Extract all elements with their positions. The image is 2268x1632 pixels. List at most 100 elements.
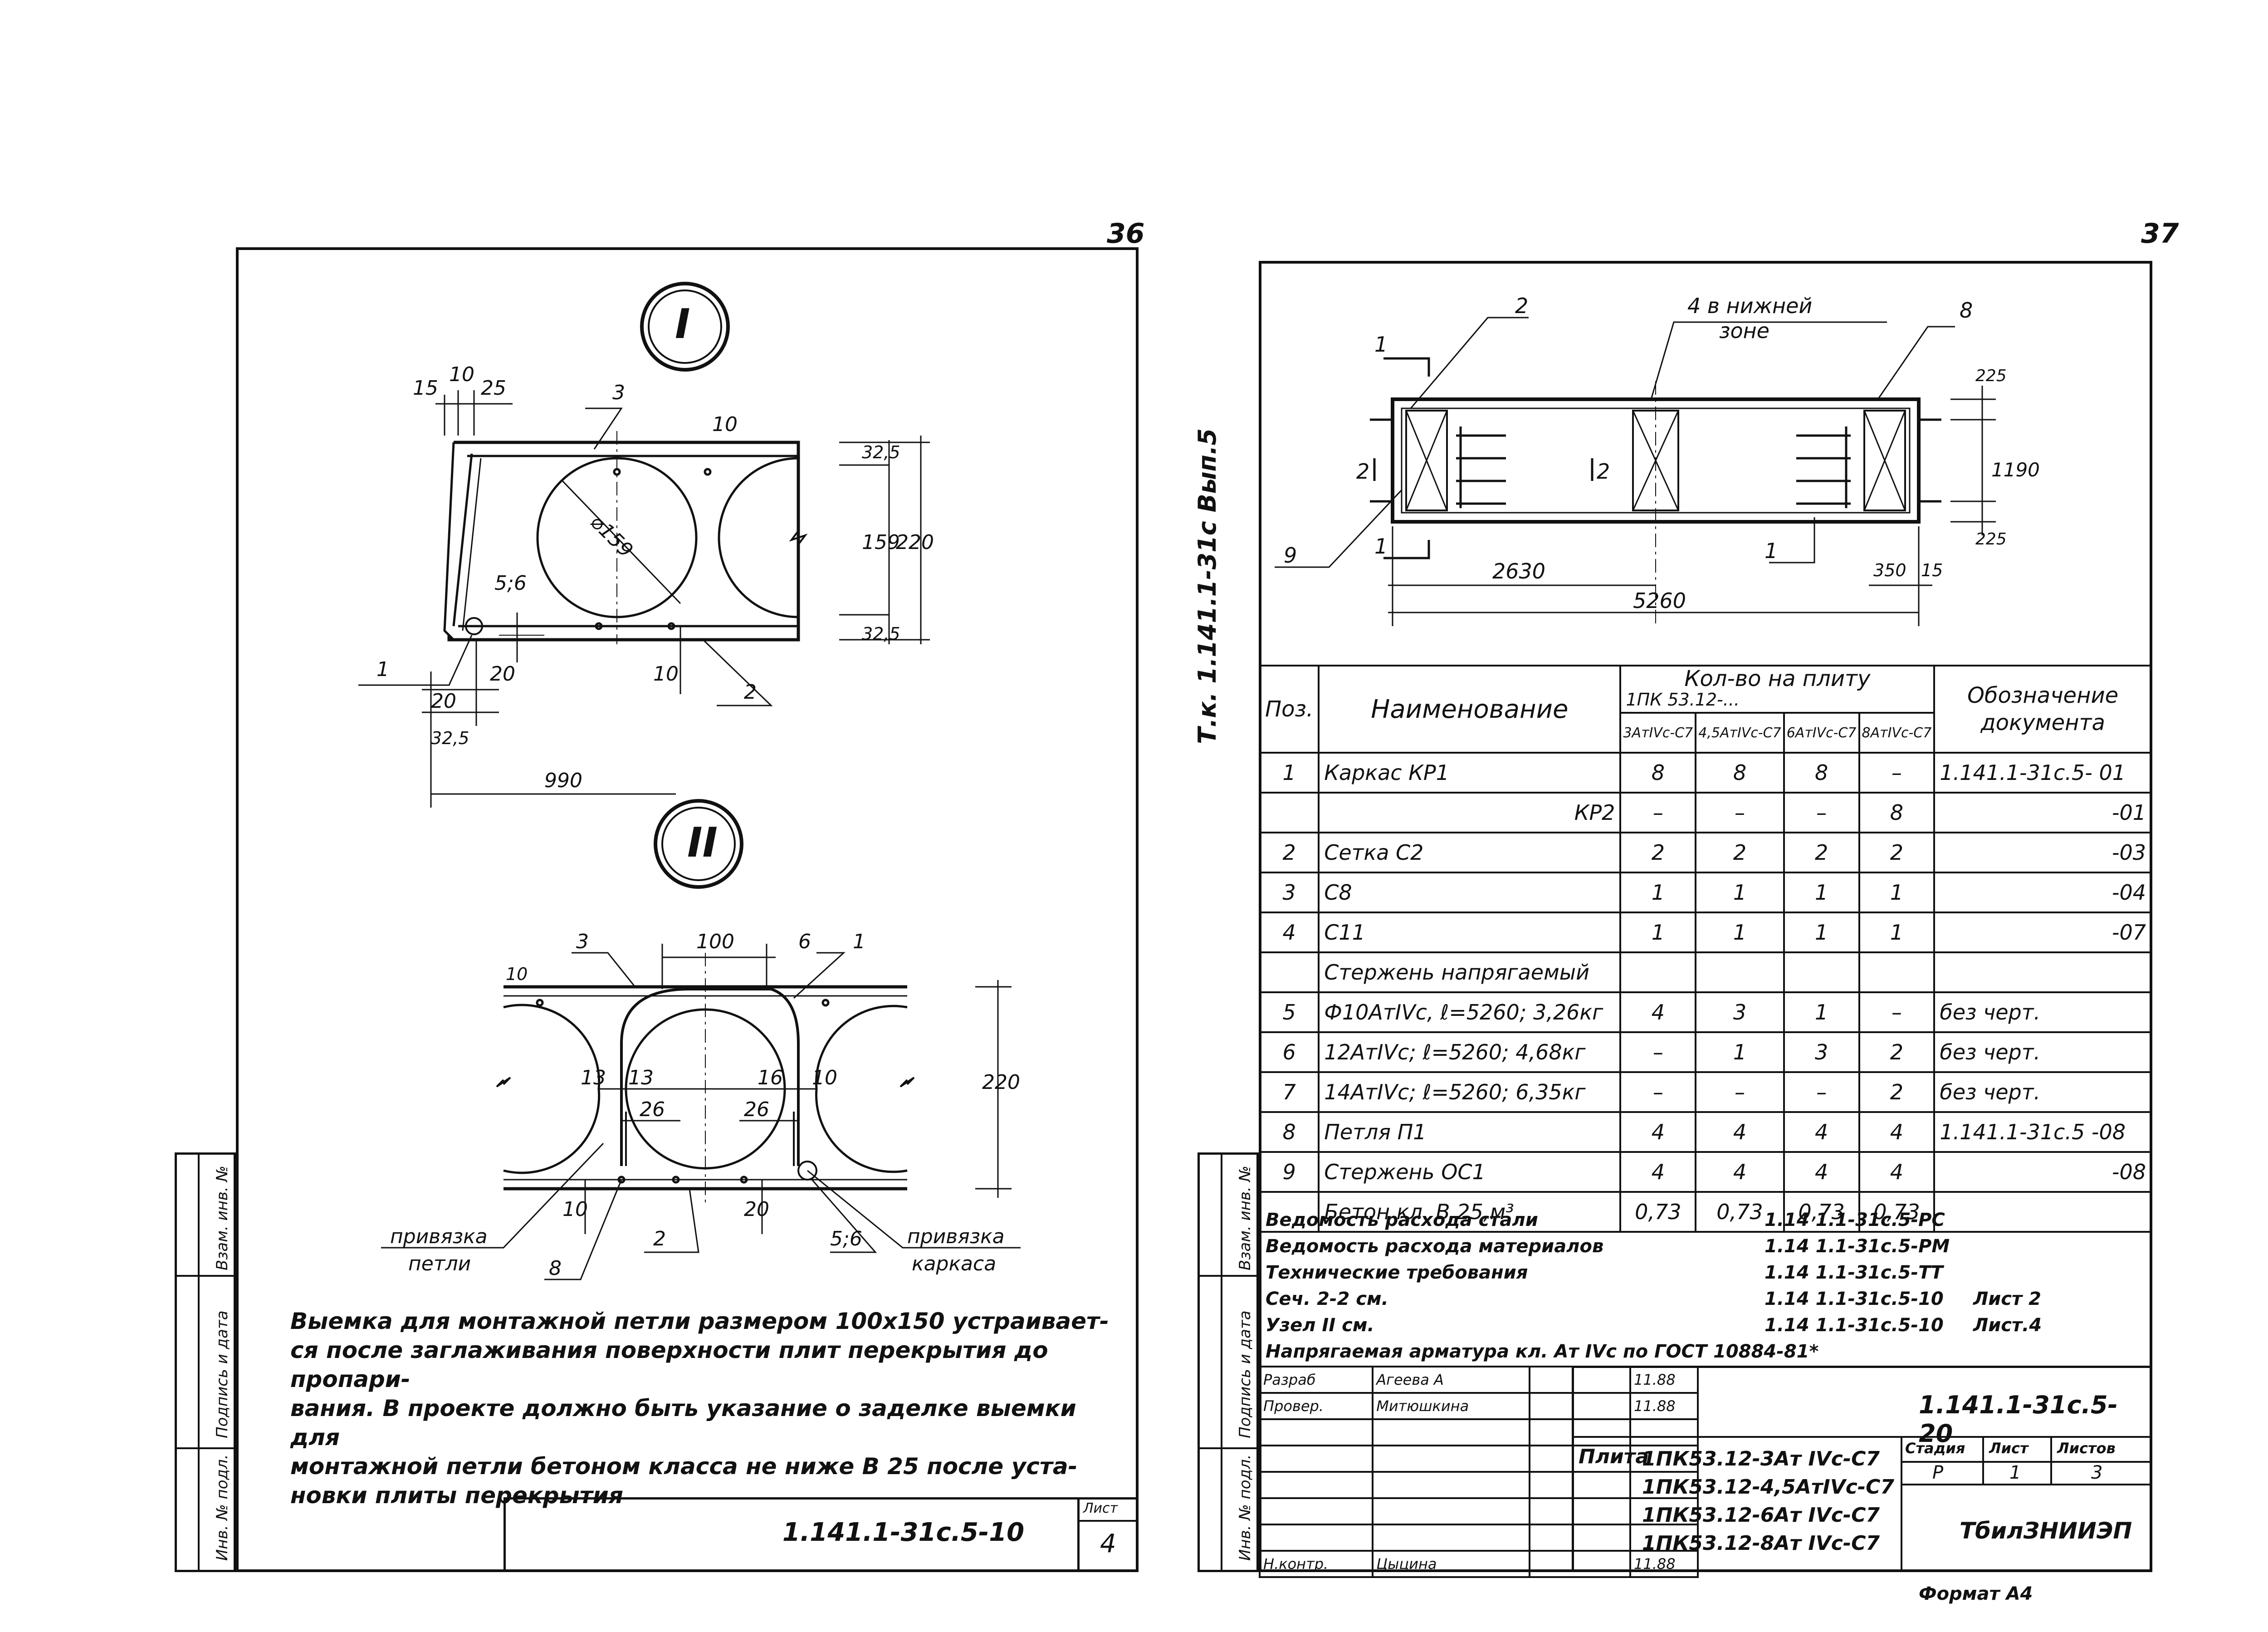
svg-text:15: 15 [1921, 560, 1943, 580]
tb-role: Н.контр. [1258, 1550, 1374, 1578]
reference-code: 1.14 1.1-31с.5-РМ [1765, 1236, 1950, 1257]
spec-doc: -07 [1933, 912, 2152, 953]
tb-role: Разраб [1258, 1366, 1374, 1394]
svg-text:1: 1 [853, 930, 865, 953]
tb-sheets-label: Листов [2057, 1440, 2116, 1457]
spec-qty: 1 [1783, 912, 1860, 953]
node-1-drawing [358, 282, 930, 808]
qty-col-header: 8АтIVс-С7 [1858, 712, 1936, 754]
spec-qty: 2 [1858, 1031, 1936, 1073]
reference-text: Ведомость расхода материалов [1266, 1236, 1604, 1257]
svg-text:20: 20 [490, 662, 515, 686]
spec-pos: 5 [1258, 991, 1320, 1033]
spec-doc: 1.141.1-31с.5- 01 [1933, 752, 2152, 794]
svg-text:26: 26 [640, 1098, 665, 1121]
spec-qty: 3 [1783, 1031, 1860, 1073]
svg-text:2: 2 [1356, 459, 1369, 484]
spec-doc: без черт. [1933, 991, 2152, 1033]
spec-qty: 0,73 [1783, 1191, 1860, 1233]
spec-name: Стержень напрягаемый [1318, 951, 1622, 993]
spec-name: Сетка С2 [1318, 832, 1622, 873]
note-line: ся после заглаживания поверхности плит п… [290, 1337, 1048, 1392]
spec-name: С11 [1318, 912, 1622, 953]
spec-qty: 1 [1858, 912, 1936, 953]
tb-title: 1ПК53.12-3Ат IVс-С7 1ПК53.12-4,5АтIVс-С7… [1642, 1447, 1895, 1555]
node-2-labels: II 3 100 6 1 10 13 13 16 10 26 26 220 10… [390, 819, 1020, 1280]
reference-code: 1.14 1.1-31с.5-РС [1765, 1210, 1945, 1230]
spec-pos: 9 [1258, 1151, 1320, 1193]
svg-text:25: 25 [481, 377, 506, 400]
spec-qty: – [1783, 1071, 1860, 1113]
svg-text:220: 220 [982, 1071, 1020, 1094]
qty-col-header: 4,5АтIVс-С7 [1695, 712, 1785, 754]
note-line: Выемка для монтажной петли размером 100х… [290, 1308, 1109, 1334]
svg-text:100: 100 [696, 930, 734, 953]
tb-stage-label: Стадия [1905, 1440, 1965, 1457]
page-number-left: 36 [1107, 218, 1145, 250]
spec-pos: 2 [1258, 832, 1320, 873]
spec-qty: 1 [1695, 912, 1785, 953]
svg-text:225: 225 [1975, 367, 2007, 385]
svg-text:32,5: 32,5 [862, 624, 900, 644]
svg-text:10: 10 [653, 662, 679, 686]
reference-row: Сеч. 2-2 см. 1.14 1.1-31с.5-10 Лист 2 [1266, 1286, 2146, 1312]
spec-name: Ф10АтIVс, ℓ=5260; 3,26кг [1318, 991, 1622, 1033]
reference-row: Ведомость расхода стали 1.14 1.1-31с.5-РС [1266, 1207, 2146, 1233]
side-label-inv: Инв. № подл. [1236, 1454, 1254, 1561]
spec-qty: 2 [1619, 832, 1697, 873]
reference-row: Напрягаемая арматура кл. Ат IVс по ГОСТ … [1266, 1338, 2146, 1365]
spec-doc: без черт. [1933, 1031, 2152, 1073]
side-label-replace: Взам. инв. № [1236, 1166, 1254, 1270]
reference-text: Ведомость расхода стали [1266, 1210, 1538, 1230]
format-label: Формат А4 [1919, 1583, 2033, 1604]
svg-text:32,5: 32,5 [431, 728, 469, 748]
spec-qty: – [1619, 1031, 1697, 1073]
svg-text:1: 1 [1765, 539, 1778, 563]
title-block-left: Разраб Агеева А 11.88 Провер. Митюшкина … [1258, 1366, 1699, 1578]
reference-text: Технические требования [1266, 1262, 1528, 1283]
spec-qty: 1 [1783, 872, 1860, 913]
svg-text:350: 350 [1873, 560, 1906, 580]
spec-qty: 1 [1695, 1031, 1785, 1073]
spec-qty: 1 [1619, 912, 1697, 953]
node-1-mark-circle [640, 282, 730, 372]
spec-name: 12АтIVс; ℓ=5260; 4,68кг [1318, 1031, 1622, 1073]
left-side-stamp [175, 1152, 236, 1572]
spec-qty: 4 [1858, 1111, 1936, 1153]
svg-text:10: 10 [712, 413, 738, 436]
svg-text:1190: 1190 [1991, 459, 2040, 481]
svg-text:26: 26 [744, 1098, 769, 1121]
right-side-stamp [1198, 1152, 1259, 1572]
spec-name: Петля П1 [1318, 1111, 1622, 1153]
spec-qty: – [1695, 792, 1785, 833]
svg-text:13: 13 [628, 1066, 654, 1089]
spec-qty: 1 [1619, 872, 1697, 913]
node-2-drawing [381, 799, 1021, 1280]
spec-pos: 6 [1258, 1031, 1320, 1073]
spec-qty [1783, 951, 1860, 993]
svg-text:8: 8 [1960, 298, 1973, 323]
spec-qty: – [1783, 792, 1860, 833]
spec-doc: -04 [1933, 872, 2152, 913]
spec-qty: 2 [1858, 832, 1936, 873]
svg-text:петли: петли [408, 1252, 471, 1275]
tb-organization: ТбилЗНИИЭП [1960, 1518, 2132, 1544]
spec-doc: -03 [1933, 832, 2152, 873]
tb-sheets: 3 [2091, 1462, 2103, 1483]
qty-col-header: 6АтIVс-С7 [1783, 712, 1860, 754]
spec-qty: 2 [1783, 832, 1860, 873]
svg-text:225: 225 [1975, 530, 2007, 549]
reference-text: Сеч. 2-2 см. [1266, 1289, 1388, 1309]
spec-qty: 3 [1695, 991, 1785, 1033]
spec-qty: 1 [1695, 872, 1785, 913]
tb-role: Провер. [1258, 1392, 1374, 1420]
svg-text:2: 2 [1515, 294, 1528, 318]
spec-qty: 4 [1695, 1151, 1785, 1193]
reference-code: 1.14 1.1-31с.5-10 [1765, 1289, 1944, 1309]
reference-sheet: Лист 2 [1973, 1289, 2041, 1309]
spec-pos: 4 [1258, 912, 1320, 953]
